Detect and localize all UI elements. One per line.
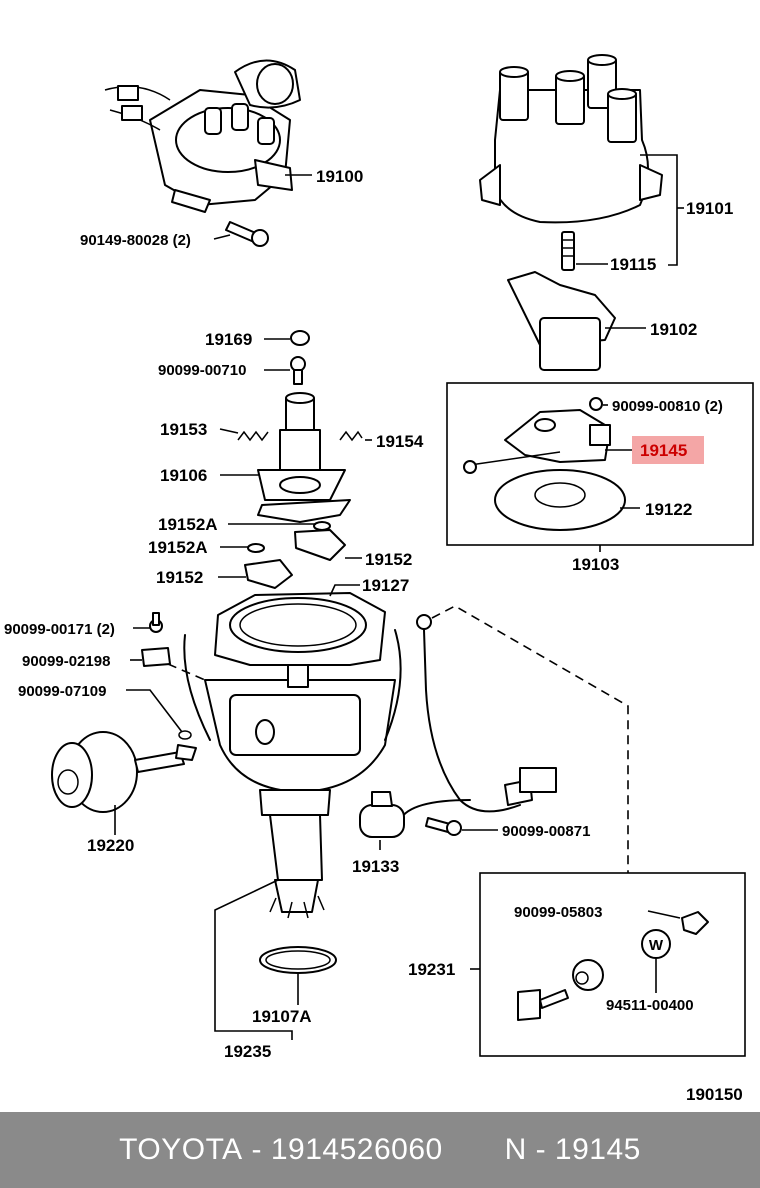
callout-19133[interactable]: 19133 (352, 857, 399, 876)
o-ring-19107A-drawing (259, 946, 337, 974)
callout-90099-00710[interactable]: 90099-00710 (158, 362, 246, 379)
weight-19152-drawing (244, 521, 346, 589)
callout-19102[interactable]: 19102 (650, 320, 697, 339)
footer-ref-prefix: N - (504, 1133, 555, 1166)
callout-19115[interactable]: 19115 (610, 255, 656, 274)
callout-19127[interactable]: 19127 (362, 576, 409, 595)
callout-94511-00400[interactable]: 94511-00400 (606, 997, 694, 1014)
callout-90099-00171[interactable]: 90099-00171 (2) (4, 621, 115, 638)
clamp-90099-02198-drawing (141, 647, 171, 667)
diagram-number: 190150 (686, 1085, 743, 1104)
callout-19100[interactable]: 19100 (316, 167, 363, 186)
callout-19152A-lower[interactable]: 19152A (148, 538, 208, 557)
footer-ref-number: 19145 (554, 1133, 641, 1166)
parts-diagram: W (4, 54, 754, 1104)
screw-90099-00171-drawing (149, 612, 163, 633)
callout-19152A-upper[interactable]: 19152A (158, 515, 218, 534)
callout-19101[interactable]: 19101 (686, 199, 733, 218)
rotor-19102-drawing (507, 271, 616, 371)
bolt-90149-drawing (225, 221, 269, 247)
part-info-footer: TOYOTA - 1914526060 N - 19145 (0, 1112, 760, 1188)
spring-19154-drawing (339, 430, 363, 442)
callout-90099-02198[interactable]: 90099-02198 (22, 653, 110, 670)
callout-19235[interactable]: 19235 (224, 1042, 271, 1061)
clip-90099-07109-drawing (178, 730, 192, 740)
footer-gap (443, 1133, 505, 1167)
screw-90099-00871-drawing (425, 817, 462, 836)
callout-19169[interactable]: 19169 (205, 330, 252, 349)
callout-19122[interactable]: 19122 (645, 500, 692, 519)
washer-w-mark: W (649, 937, 664, 954)
condenser-19133-drawing (359, 791, 405, 838)
shaft-19106-drawing (257, 392, 351, 523)
footer-brand: TOYOTA (119, 1133, 243, 1166)
callout-19154[interactable]: 19154 (376, 432, 424, 451)
spring-19153-drawing (237, 430, 269, 442)
pickup-plate-drawing (463, 397, 626, 531)
callout-19103[interactable]: 19103 (572, 555, 619, 574)
wire-harness-drawing (399, 614, 557, 821)
callout-90099-05803[interactable]: 90099-05803 (514, 904, 602, 921)
callout-19106[interactable]: 19106 (160, 466, 207, 485)
callout-90149-80028[interactable]: 90149-80028 (2) (80, 232, 191, 249)
highlight-19145 (632, 436, 704, 464)
callout-19220[interactable]: 19220 (87, 836, 134, 855)
distributor-cap-drawing (479, 54, 663, 224)
kit-box-19231 (479, 872, 746, 1057)
callout-19153[interactable]: 19153 (160, 420, 207, 439)
callout-19107A[interactable]: 19107A (252, 1007, 312, 1026)
distributor-assembly-drawing (104, 59, 301, 213)
callout-19231[interactable]: 19231 (408, 960, 455, 979)
callout-19152-right[interactable]: 19152 (365, 550, 412, 569)
callout-90099-07109[interactable]: 90099-07109 (18, 683, 106, 700)
footer-part-number: 1914526060 (270, 1133, 443, 1166)
footer-separator: - (242, 1133, 271, 1166)
terminal-kit-drawing: W (517, 911, 709, 1021)
callout-90099-00810[interactable]: 90099-00810 (2) (612, 398, 723, 415)
cap-19169-drawing (290, 330, 310, 346)
callout-90099-00871[interactable]: 90099-00871 (502, 823, 590, 840)
callout-19145[interactable]: 19145 (640, 441, 687, 460)
callout-19152-left[interactable]: 19152 (156, 568, 203, 587)
spring-19115-drawing (561, 231, 575, 271)
leader-lines (114, 154, 684, 1040)
housing-drawing (183, 592, 402, 919)
vacuum-advance-drawing (51, 731, 197, 813)
screw-90099-00710-drawing (290, 356, 306, 385)
